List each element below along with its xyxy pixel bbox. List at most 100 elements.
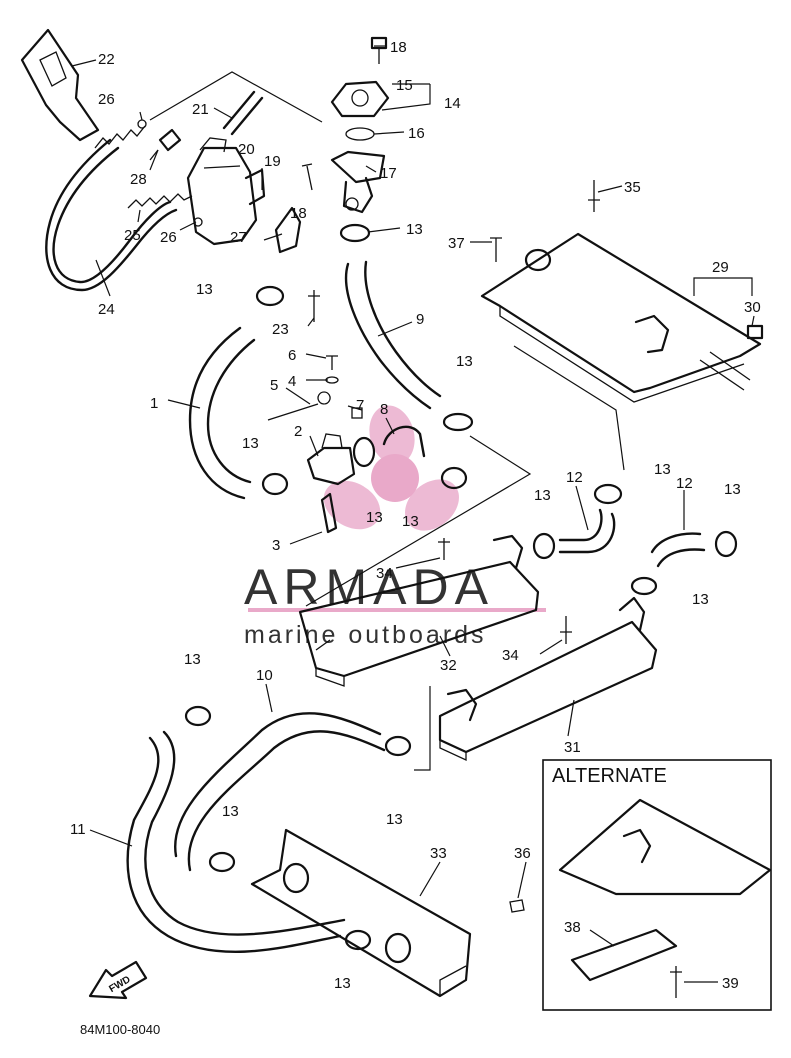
callout-24: 24: [98, 301, 115, 318]
part-34-bolt-a: [438, 538, 450, 560]
part-13-clamp-c: [261, 472, 289, 496]
part-37-bolt: [490, 237, 502, 262]
part-18-bolt-top: [370, 36, 388, 64]
callout-32: 32: [440, 657, 457, 674]
callout-9: 9: [416, 311, 424, 328]
callout-26a: 26: [98, 91, 115, 108]
part-13-clamp-a: [339, 223, 371, 243]
part-8-elbow: [382, 425, 426, 458]
part-22-plate-bracket: [20, 28, 100, 142]
assembly-leader-lines: [305, 345, 625, 607]
part-30-fitting: [746, 324, 764, 340]
callout-13m: 13: [222, 803, 239, 820]
callout-13b: 13: [196, 281, 213, 298]
part-39-alternate-bolt: [670, 966, 682, 998]
part-3-sensor: [320, 492, 338, 534]
part-13-clamp-f: [440, 466, 468, 490]
callout-12b: 12: [676, 475, 693, 492]
callout-14: 14: [444, 95, 461, 112]
part-36-bolt: [509, 899, 525, 913]
callout-19: 19: [264, 153, 281, 170]
part-15-thermostat-cover: [330, 80, 390, 118]
callout-13d: 13: [242, 435, 259, 452]
callout-27: 27: [230, 229, 247, 246]
part-9-hose: [344, 262, 432, 410]
part-12-hose-a: [558, 508, 603, 542]
callout-7: 7: [356, 397, 364, 414]
callout-25: 25: [124, 227, 141, 244]
part-25-spring: [127, 193, 193, 209]
callout-29: 29: [712, 259, 729, 276]
part-21-tube: [222, 90, 264, 136]
callout-30: 30: [744, 299, 761, 316]
callout-18a: 18: [390, 39, 407, 56]
part-10-hose: [173, 712, 382, 858]
part-13-clamp-i: [532, 532, 556, 560]
callout-13g: 13: [534, 487, 551, 504]
watermark-brand: ARMADA: [244, 559, 494, 615]
callout-21: 21: [192, 101, 209, 118]
callout-31: 31: [564, 739, 581, 756]
part-16-gasket: [345, 127, 375, 141]
part-34-bolt-b: [560, 616, 572, 644]
part-32-manifold: [298, 534, 540, 687]
part-28-fitting: [149, 128, 182, 161]
callout-38: 38: [564, 919, 581, 936]
callout-13i: 13: [724, 481, 741, 498]
callout-34a: 34: [376, 565, 393, 582]
part-1-hose: [188, 326, 246, 500]
propeller-icon: [323, 405, 459, 531]
callout-13k: 13: [184, 651, 201, 668]
part-13-clamp-g: [524, 248, 552, 272]
part-6-bolt: [326, 355, 338, 370]
part-1-hose-outer: [206, 338, 256, 484]
callout-18b: 18: [290, 205, 307, 222]
callout-13l: 13: [386, 811, 403, 828]
part-20-reservoir-tank: [186, 137, 258, 246]
part-31-manifold: [438, 596, 658, 762]
callout-13n: 13: [334, 975, 351, 992]
callout-22: 22: [98, 51, 115, 68]
part-19-cap: [244, 168, 266, 206]
alternate-elbow: [622, 828, 652, 864]
callout-13f: 13: [402, 513, 419, 530]
callout-13c: 13: [456, 353, 473, 370]
part-13-clamp-m: [384, 735, 412, 757]
callout-13j: 13: [692, 591, 709, 608]
part-23-fitting: [308, 290, 320, 322]
part-13-clamp-l: [184, 705, 212, 727]
part-13-clamp-j: [714, 530, 738, 558]
callout-11: 11: [70, 821, 86, 838]
callout-26b: 26: [160, 229, 177, 246]
part-10-hose-outer: [187, 730, 386, 872]
callout-33: 33: [430, 845, 447, 862]
part-13-clamp-n: [208, 851, 236, 873]
part-25-spring-top: [94, 125, 146, 149]
watermark-logo: ARMADA marine outboards: [244, 405, 546, 649]
fwd-label: FWD: [107, 974, 132, 995]
drawing-code: 84M100-8040: [80, 1022, 160, 1037]
part-13-clamp-d: [255, 285, 285, 307]
callout-8: 8: [380, 401, 388, 418]
watermark-underline: [248, 608, 546, 612]
callout-numbers: 1 2 3 4 5 6 7 8 9 10 11 12 12 13 13 13 1…: [70, 39, 761, 992]
part-13-clamp-b: [442, 412, 474, 432]
callout-28: 28: [130, 171, 147, 188]
callout-17: 17: [380, 165, 397, 182]
part-18-bolt: [301, 163, 313, 191]
part-24-overflow-hose-outer: [45, 138, 178, 292]
callout-5: 5: [270, 377, 278, 394]
callout-37: 37: [448, 235, 465, 252]
part-11-hose: [126, 736, 342, 953]
callout-35: 35: [624, 179, 641, 196]
callout-13a: 13: [406, 221, 423, 238]
callout-13e: 13: [366, 509, 383, 526]
part-13-clamp-k: [630, 576, 658, 596]
callout-10: 10: [256, 667, 273, 684]
callout-36: 36: [514, 845, 531, 862]
part-13-clamp-o: [344, 929, 372, 951]
callout-4: 4: [288, 373, 296, 390]
callout-2: 2: [294, 423, 302, 440]
fwd-arrow-icon: FWD: [88, 960, 148, 1000]
